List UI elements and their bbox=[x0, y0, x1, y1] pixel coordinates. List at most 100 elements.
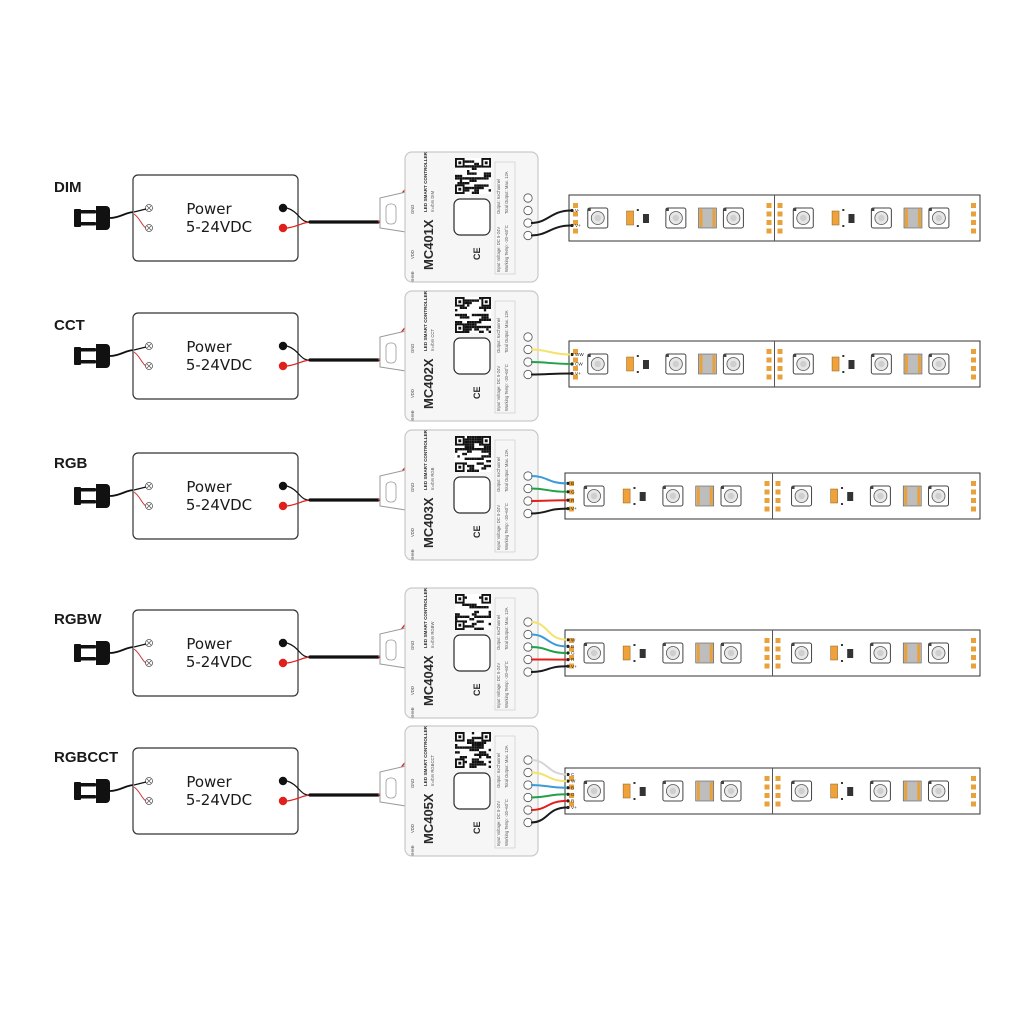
qr-module bbox=[483, 306, 487, 309]
qr-module bbox=[455, 746, 458, 749]
model-label: MC402X bbox=[421, 358, 436, 409]
qr-module bbox=[469, 448, 472, 451]
qr-module bbox=[474, 736, 477, 740]
qr-module bbox=[469, 606, 472, 609]
strip-pin-label: V+ bbox=[575, 371, 581, 376]
pair-button[interactable] bbox=[453, 476, 491, 514]
qr-module bbox=[488, 189, 491, 192]
output-terminal bbox=[523, 667, 533, 677]
ac-terminal-l-mark bbox=[146, 205, 152, 211]
qr-module bbox=[479, 462, 482, 465]
voltage-label: 5-24VDC bbox=[186, 653, 252, 671]
qr-finder-core bbox=[484, 735, 488, 739]
strip-input-pad bbox=[566, 772, 570, 777]
qr-module bbox=[474, 440, 477, 444]
solder-pad bbox=[766, 357, 772, 363]
spec-rated: Total Output: Max. 12A bbox=[504, 607, 509, 650]
qr-module bbox=[464, 328, 467, 331]
qr-module bbox=[481, 313, 484, 317]
qr-finder-core bbox=[484, 439, 488, 443]
driver-pin bbox=[696, 644, 700, 662]
small-component bbox=[842, 355, 845, 357]
qr-module bbox=[488, 613, 491, 616]
port-vdd-label: VDD bbox=[410, 389, 415, 398]
small-component bbox=[840, 503, 843, 505]
qr-module bbox=[464, 603, 467, 606]
pair-button[interactable] bbox=[453, 772, 491, 810]
qr-module bbox=[467, 323, 470, 326]
small-component bbox=[840, 782, 843, 784]
qr-module bbox=[486, 448, 489, 451]
qr-module bbox=[462, 316, 465, 319]
solder-pad bbox=[971, 646, 976, 652]
solder-pad bbox=[569, 801, 574, 807]
strip-input-pad bbox=[566, 507, 570, 511]
power-plug-icon bbox=[74, 641, 135, 665]
ac-terminal-n-mark bbox=[146, 363, 152, 369]
qr-module bbox=[471, 172, 475, 175]
ce-mark: CE bbox=[472, 683, 482, 696]
qr-module bbox=[483, 741, 487, 744]
driver-block bbox=[902, 642, 922, 664]
solder-pad bbox=[569, 481, 574, 486]
ac-lead-l bbox=[133, 781, 147, 786]
qr-module bbox=[488, 622, 491, 626]
resistor bbox=[830, 783, 838, 799]
pair-button[interactable] bbox=[453, 198, 491, 236]
small-component bbox=[840, 660, 843, 662]
qr-module bbox=[486, 318, 489, 321]
qr-module bbox=[471, 744, 475, 747]
strip-input-pad bbox=[566, 792, 570, 796]
qr-module bbox=[464, 440, 467, 444]
qr-module bbox=[481, 751, 484, 754]
qr-module bbox=[464, 160, 467, 163]
qr-module bbox=[483, 606, 487, 609]
qr-module bbox=[476, 313, 479, 317]
qr-module bbox=[474, 186, 477, 190]
qr-module bbox=[479, 746, 482, 749]
output-terminal bbox=[523, 780, 533, 790]
qr-module bbox=[481, 177, 484, 180]
qr-module bbox=[474, 299, 477, 302]
qr-module bbox=[469, 436, 472, 439]
qr-module bbox=[464, 457, 467, 460]
qr-module bbox=[474, 165, 477, 168]
qr-module bbox=[464, 438, 467, 441]
ic-chip bbox=[847, 649, 854, 658]
qr-module bbox=[464, 596, 467, 599]
qr-module bbox=[464, 299, 467, 302]
output-terminal bbox=[523, 629, 533, 640]
qr-module bbox=[471, 177, 475, 180]
wire-ww bbox=[530, 348, 572, 356]
qr-module bbox=[471, 325, 475, 329]
small-component bbox=[636, 371, 639, 373]
qr-module bbox=[483, 751, 487, 754]
product-line: LED SMART CONTROLLER bbox=[423, 429, 428, 490]
led-chip bbox=[583, 780, 605, 802]
qr-module bbox=[483, 325, 487, 329]
solder-pad bbox=[775, 801, 781, 807]
qr-module bbox=[479, 763, 482, 766]
qr-module bbox=[483, 318, 487, 321]
qr-module bbox=[459, 313, 463, 317]
ac-cord bbox=[109, 349, 135, 357]
qr-module bbox=[455, 618, 458, 621]
qr-module bbox=[471, 323, 475, 326]
spec-input: Input Voltage: DC 5-24V bbox=[496, 227, 501, 272]
ce-mark: CE bbox=[472, 525, 482, 538]
pair-button[interactable] bbox=[453, 634, 491, 672]
pair-button[interactable] bbox=[453, 337, 491, 375]
qr-module bbox=[476, 763, 479, 766]
qr-module bbox=[474, 469, 477, 472]
ac-cord bbox=[109, 489, 135, 497]
led-chip bbox=[869, 642, 891, 664]
qr-module bbox=[483, 615, 487, 618]
qr-module bbox=[476, 457, 479, 460]
